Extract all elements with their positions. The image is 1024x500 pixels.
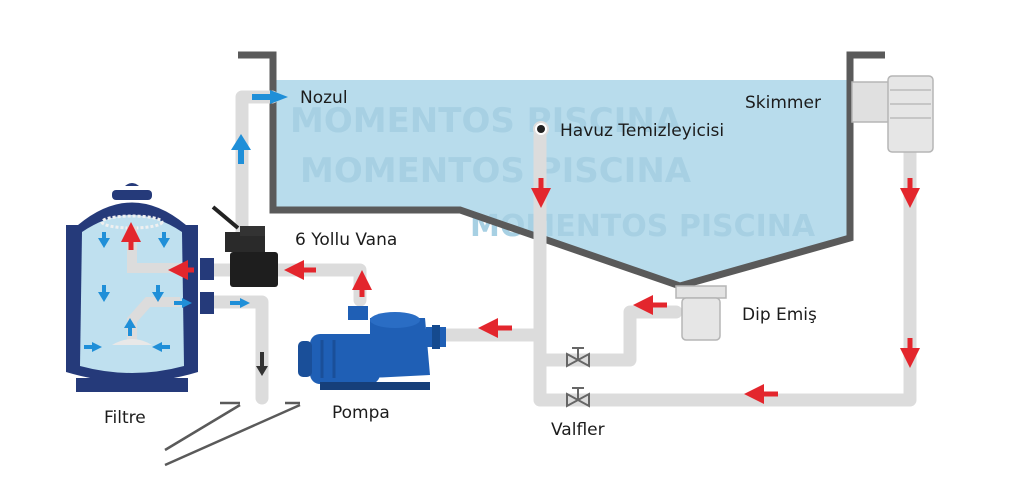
label-pompa: Pompa [332, 403, 390, 423]
label-havuz-temizleyicisi: Havuz Temizleyicisi [560, 121, 725, 141]
main-drain [675, 285, 727, 341]
label-nozul: Nozul [300, 88, 348, 108]
skimmer-box [851, 75, 934, 153]
pump-icon [298, 306, 446, 390]
watermark: MOMENTOS PISCINA [290, 101, 682, 141]
drain-outlet [164, 401, 301, 467]
drain-flow-arrow [256, 352, 268, 376]
six-way-valve [211, 205, 278, 287]
label-filtre: Filtre [104, 408, 146, 428]
cleaner-inlet [533, 121, 549, 137]
filter-tank-icon [66, 183, 214, 392]
label-dip-emis: Dip Emiş [742, 305, 817, 325]
label-skimmer: Skimmer [745, 93, 821, 113]
watermark: MOMENTOS PISCINA [300, 151, 692, 191]
label-6-yollu-vana: 6 Yollu Vana [295, 230, 398, 250]
red-flow-arrow [121, 178, 920, 404]
valve-icon [566, 387, 590, 408]
valve-icon [566, 347, 590, 368]
pool-walls [238, 51, 885, 290]
label-valfler: Valfler [551, 420, 605, 440]
blue-flow-arrow [84, 90, 288, 352]
watermark: MOMENTOS PISCINA [470, 209, 816, 244]
pool-water: MOMENTOS PISCINA MOMENTOS PISCINA MOMENT… [273, 80, 850, 283]
